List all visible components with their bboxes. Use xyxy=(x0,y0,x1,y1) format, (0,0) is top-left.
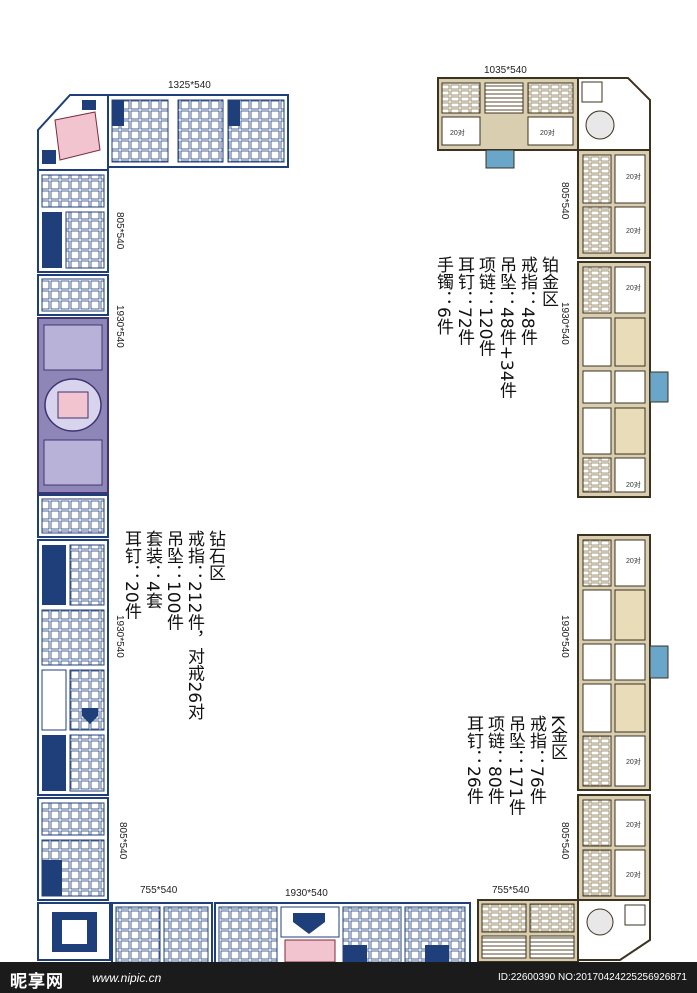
tray-tag: 20对 xyxy=(626,482,641,489)
watermark-id: ID:22600390 NO:20170424225256926871 xyxy=(497,972,687,983)
dimension-label: 1930*540 xyxy=(559,302,570,345)
dimension-label: 805*540 xyxy=(114,212,125,250)
dimension-label: 1930*540 xyxy=(285,888,328,899)
tray-tag: 20对 xyxy=(626,558,641,565)
platinum-zone-info: 铂金区 戒指：48件 吊坠：48件+34件 项链：120件 耳钉：72件 手镯：… xyxy=(432,256,558,399)
kgold-counter-right-bottom xyxy=(577,794,651,901)
dimension-label: 1930*540 xyxy=(114,305,125,348)
diamond-counter-top xyxy=(107,94,289,168)
diamond-counter-left-lower xyxy=(37,539,109,796)
dimension-label: 805*540 xyxy=(559,822,570,860)
tray-tag: 20对 xyxy=(626,822,641,829)
tray-tag: 20对 xyxy=(626,228,641,235)
platinum-zone-row: 项链：120件 xyxy=(475,256,495,357)
platinum-counter-top xyxy=(437,77,579,169)
platinum-zone-row: 耳钉：72件 xyxy=(454,256,474,346)
diamond-counter-bottom xyxy=(111,902,471,970)
watermark-bar: 昵享网 www.nipic.cn ID:22600390 NO:20170424… xyxy=(0,962,697,993)
diamond-zone-row: 戒指：212件，对戒26对 xyxy=(184,530,204,721)
platinum-zone-row: 手镯：6件 xyxy=(433,256,453,335)
tray-tag: 20对 xyxy=(626,872,641,879)
dimension-label: 1325*540 xyxy=(168,80,211,91)
tray-tag: 20对 xyxy=(626,285,641,292)
kgold-zone-info: K金区 戒指：76件 吊坠：171件 项链：80件 耳钉：26件 xyxy=(462,715,567,815)
dimension-label: 1930*540 xyxy=(559,615,570,658)
dimension-label: 755*540 xyxy=(492,885,530,896)
platinum-counter-right-upper xyxy=(577,149,651,259)
diamond-zone-row: 套装：4套 xyxy=(142,530,162,609)
diamond-counter-left-upper xyxy=(37,169,109,273)
tray-tag: 20对 xyxy=(626,174,641,181)
diamond-zone-row: 吊坠：100件 xyxy=(163,530,183,631)
platinum-zone-row: 吊坠：48件+34件 xyxy=(496,256,516,399)
kgold-counter-right-middle xyxy=(577,534,669,791)
dimension-label: 1035*540 xyxy=(484,65,527,76)
diamond-zone-title: 钻石区 xyxy=(205,530,225,581)
diamond-corner-bottom xyxy=(37,902,111,961)
kgold-zone-row: 项链：80件 xyxy=(484,715,504,805)
dimension-label: 755*540 xyxy=(140,885,178,896)
platinum-zone-title: 铂金区 xyxy=(538,256,558,307)
platinum-zone-row: 戒指：48件 xyxy=(517,256,537,346)
dimension-label: 805*540 xyxy=(559,182,570,220)
kgold-zone-row: 戒指：76件 xyxy=(526,715,546,805)
tray-tag: 20对 xyxy=(540,130,555,137)
tray-tag: 20对 xyxy=(450,130,465,137)
platinum-counter-right-middle xyxy=(577,261,669,498)
watermark-url: www.nipic.cn xyxy=(92,971,162,985)
kgold-counter-bottom xyxy=(477,899,579,963)
kgold-zone-row: 吊坠：171件 xyxy=(505,715,525,816)
kgold-corner xyxy=(577,899,651,961)
diamond-counter-left-bottom xyxy=(37,797,109,901)
watermark-logo: 昵享网 xyxy=(10,972,64,991)
diamond-corner-top xyxy=(37,94,109,171)
dimension-label: 805*540 xyxy=(117,822,128,860)
platinum-corner xyxy=(577,77,651,151)
diamond-zone-row: 耳钉：20件 xyxy=(121,530,141,620)
kgold-zone-title: K金区 xyxy=(547,715,567,761)
kgold-zone-row: 耳钉：26件 xyxy=(463,715,483,805)
dimension-label: 1930*540 xyxy=(114,615,125,658)
diamond-zone-info: 钻石区 戒指：212件，对戒26对 吊坠：100件 套装：4套 耳钉：20件 xyxy=(120,530,225,720)
tray-tag: 20对 xyxy=(626,759,641,766)
diamond-counter-left-purple xyxy=(37,274,109,538)
